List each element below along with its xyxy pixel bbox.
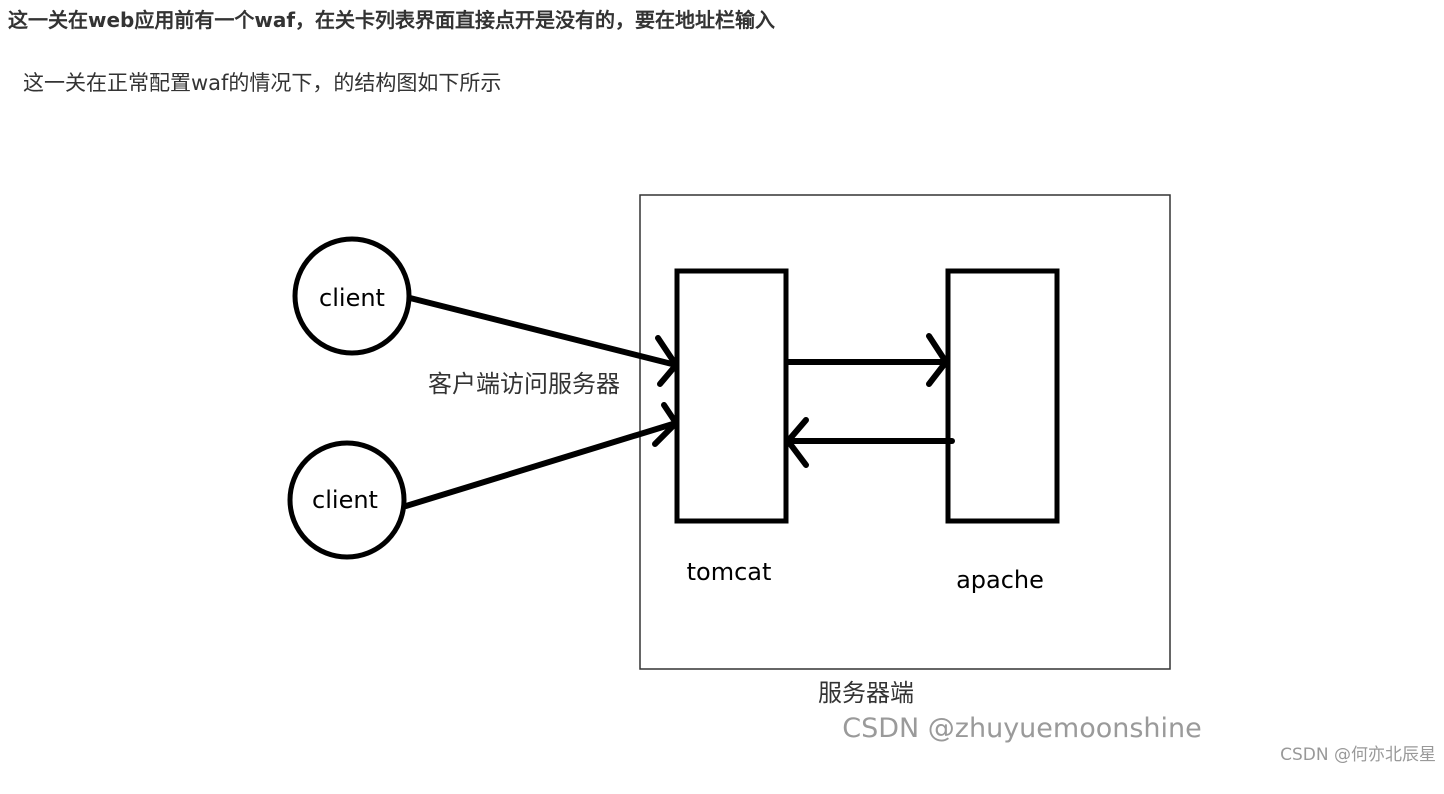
client-label-2: client <box>312 486 378 514</box>
client-circle-2 <box>287 440 407 560</box>
page-watermark: CSDN @何亦北辰星 <box>1280 745 1436 765</box>
server-boundary-box <box>639 194 1171 670</box>
arrow-client1-to-tomcat <box>407 295 679 387</box>
article-intro: 这一关在正常配置waf的情况下，的结构图如下所示 <box>23 71 502 95</box>
arrow-apache-to-tomcat <box>785 417 955 468</box>
article-heading: 这一关在web应用前有一个waf，在关卡列表界面直接点开是没有的，要在地址栏输入 <box>8 8 776 32</box>
access-label: 客户端访问服务器 <box>428 370 620 398</box>
tomcat-box <box>674 268 789 524</box>
tomcat-label: tomcat <box>687 558 772 586</box>
arrow-tomcat-to-apache <box>785 333 949 387</box>
apache-box <box>945 268 1060 524</box>
server-side-label: 服务器端 <box>818 679 914 707</box>
image-watermark: CSDN @zhuyuemoonshine <box>842 713 1202 744</box>
apache-label: apache <box>956 566 1044 594</box>
arrow-client2-to-tomcat <box>403 402 679 509</box>
client-label-1: client <box>319 284 385 312</box>
